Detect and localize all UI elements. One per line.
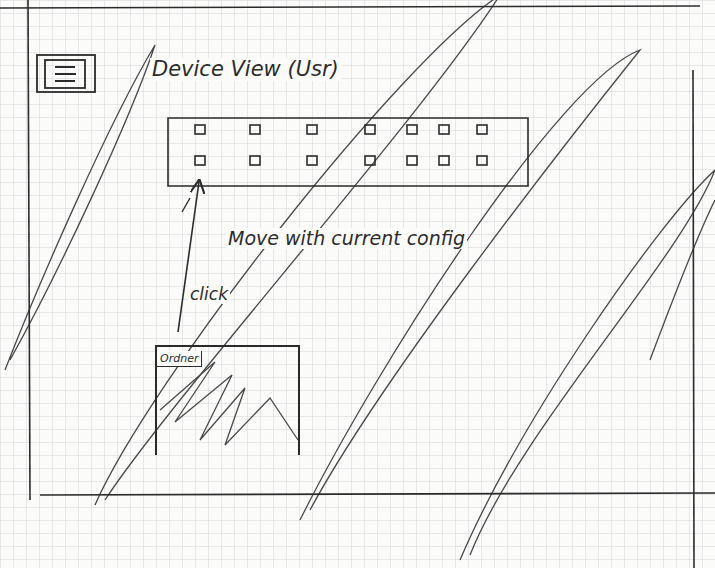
- pointer-tick: [182, 198, 190, 212]
- folder-box: Ordner: [155, 345, 300, 455]
- menu-icon: [37, 55, 95, 92]
- cross-out-scribbles: [5, 0, 715, 560]
- click-note: click: [188, 285, 230, 304]
- page-title: Device View (Usr): [150, 58, 341, 81]
- folder-label: Ordner: [157, 351, 202, 367]
- hover-note: Move with current config: [226, 228, 467, 249]
- device-icons: [195, 125, 487, 165]
- click-arrow: [178, 182, 199, 332]
- device-panel: [168, 118, 528, 186]
